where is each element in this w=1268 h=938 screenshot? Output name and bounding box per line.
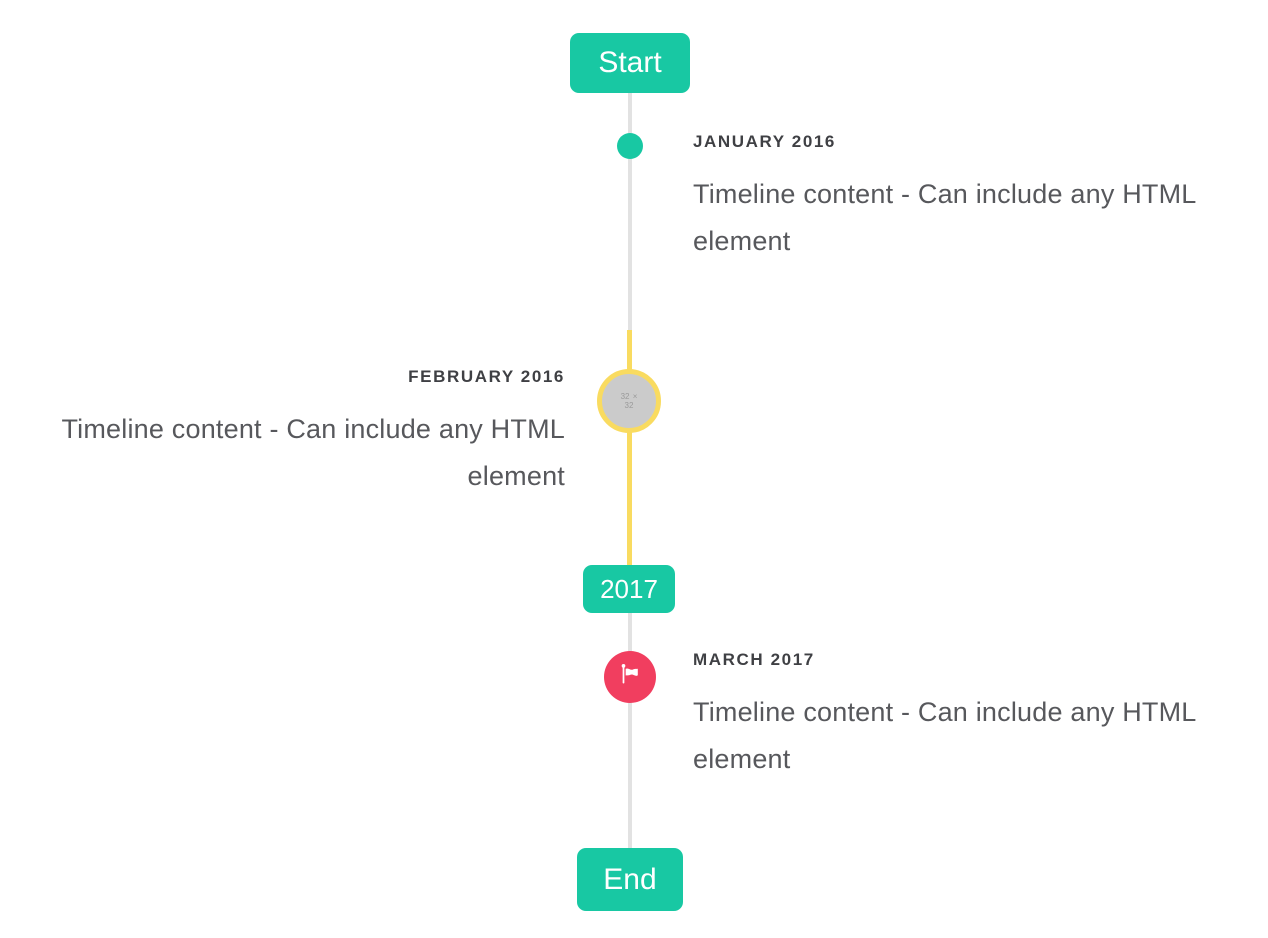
timeline-marker-flag-march[interactable] xyxy=(604,651,656,703)
timeline-marker-dot-january[interactable] xyxy=(617,133,643,159)
start-badge-label: Start xyxy=(598,46,662,79)
year-divider-label: 2017 xyxy=(600,573,658,604)
timeline-line-highlight-segment xyxy=(627,330,632,565)
timeline-item-content: Timeline content - Can include any HTML … xyxy=(61,414,565,491)
start-badge[interactable]: Start xyxy=(570,33,690,93)
timeline-item-march: MARCH 2017 Timeline content - Can includ… xyxy=(693,650,1228,783)
timeline-item-february: FEBRUARY 2016 Timeline content - Can inc… xyxy=(30,367,565,500)
year-divider-badge[interactable]: 2017 xyxy=(583,565,675,613)
end-badge-label: End xyxy=(603,862,657,896)
timeline-item-january: JANUARY 2016 Timeline content - Can incl… xyxy=(693,132,1228,265)
timeline-marker-image-february[interactable]: 32 × 32 xyxy=(597,369,661,433)
timeline-item-heading: FEBRUARY 2016 xyxy=(408,367,565,386)
timeline-item-heading: JANUARY 2016 xyxy=(693,132,836,151)
timeline-item-heading: MARCH 2017 xyxy=(693,650,815,669)
end-badge[interactable]: End xyxy=(577,848,683,911)
timeline-item-content: Timeline content - Can include any HTML … xyxy=(693,697,1196,774)
flag-icon xyxy=(617,662,643,693)
timeline-item-content: Timeline content - Can include any HTML … xyxy=(693,179,1196,256)
image-placeholder-label: 32 × 32 xyxy=(620,392,638,410)
